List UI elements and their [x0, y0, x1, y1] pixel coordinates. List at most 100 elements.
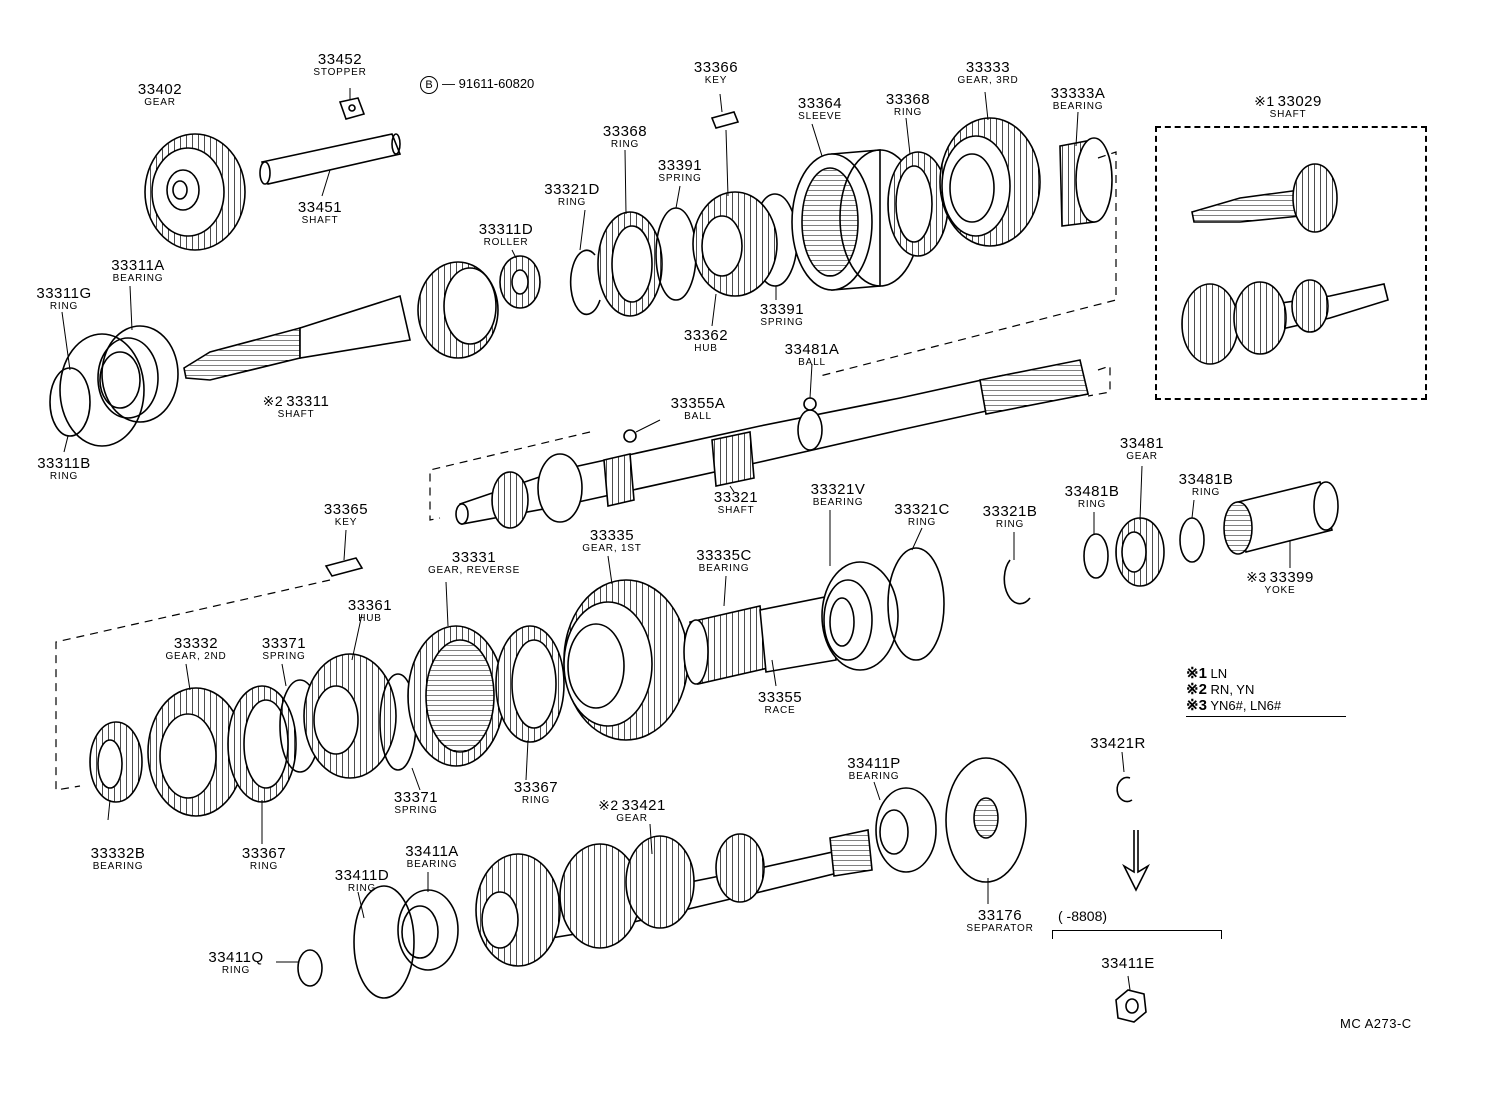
assembly-guide-lines: [55, 151, 1117, 791]
part-33176-separator: [945, 757, 1027, 883]
legend-row-1: ※1 LN: [1186, 665, 1228, 682]
part-33321D-ring: [569, 249, 601, 316]
legend: ※1 LN ※2 RN, YN ※3 YN6#, LN6#: [1186, 666, 1281, 714]
part-33311A-bearing: [97, 325, 179, 423]
legend-underline: [1186, 716, 1346, 717]
bolt-symbol-b: B: [420, 76, 438, 94]
part-33365-key: [324, 557, 364, 577]
part-33366-key: [710, 111, 740, 129]
part-33402-gear: [144, 133, 246, 251]
leader-lines: [61, 88, 1291, 991]
part-33367-sync-ring: [227, 685, 297, 803]
part-33333A-bearing: [1059, 137, 1113, 227]
part-33421-gear-cluster: [475, 829, 873, 967]
part-33332-gear-2nd: [147, 687, 245, 817]
part-33411Q-ring: [297, 949, 323, 987]
down-arrow: [1122, 830, 1150, 892]
part-33361-hub: [303, 653, 397, 779]
part-33411A-bearing: [397, 889, 459, 971]
part-33355-race: [759, 595, 837, 673]
part-33481B-ring: [1083, 533, 1109, 579]
part-33029-shaft-inset: [1181, 163, 1389, 365]
production-range-note: ( -8808): [1058, 908, 1108, 924]
range-bracket: [1052, 930, 1222, 939]
part-33321C-ring: [887, 547, 945, 661]
part-33321V-bearing: [821, 561, 899, 671]
part-33321B-ring: [1003, 559, 1031, 605]
part-33452-stopper: [338, 97, 366, 120]
part-33368-sync-ring: [597, 211, 663, 317]
part-33311G-ring: [59, 333, 145, 447]
part-33411P-bearing: [875, 787, 937, 873]
bolt-part-number: — 91611-60820: [442, 76, 535, 91]
label-33411E: 33411E: [1101, 955, 1155, 972]
part-33355A-ball: [623, 429, 637, 443]
part-33321-shaft: [455, 359, 1089, 529]
part-33364-sleeve: [791, 149, 921, 291]
part-33481A-ball: [803, 397, 817, 411]
label-33421R: 33421R: [1090, 735, 1146, 752]
legend-row-2: ※2 RN, YN: [1186, 681, 1255, 698]
part-33411E-nut: [1115, 989, 1147, 1023]
part-33481B-ring-2: [1179, 517, 1205, 563]
diagram-code: MC A273-C: [1340, 1016, 1412, 1031]
part-33362-hub: [692, 191, 778, 297]
part-33311-shaft: [183, 261, 499, 381]
part-33367-sync-ring-2: [495, 625, 565, 743]
part-33451-shaft: [259, 133, 402, 185]
legend-row-3: ※3 YN6#, LN6#: [1186, 697, 1282, 714]
part-33331-gear-reverse: [407, 625, 505, 767]
part-33421R-ring: [1116, 776, 1133, 803]
part-33332B-bearing: [89, 721, 143, 803]
part-33368-sync-ring-2: [887, 151, 949, 257]
part-33311D-roller: [499, 255, 541, 309]
part-33333-gear-3rd: [939, 117, 1041, 247]
part-33399-yoke: [1223, 481, 1339, 555]
part-33481-gear: [1115, 517, 1165, 587]
